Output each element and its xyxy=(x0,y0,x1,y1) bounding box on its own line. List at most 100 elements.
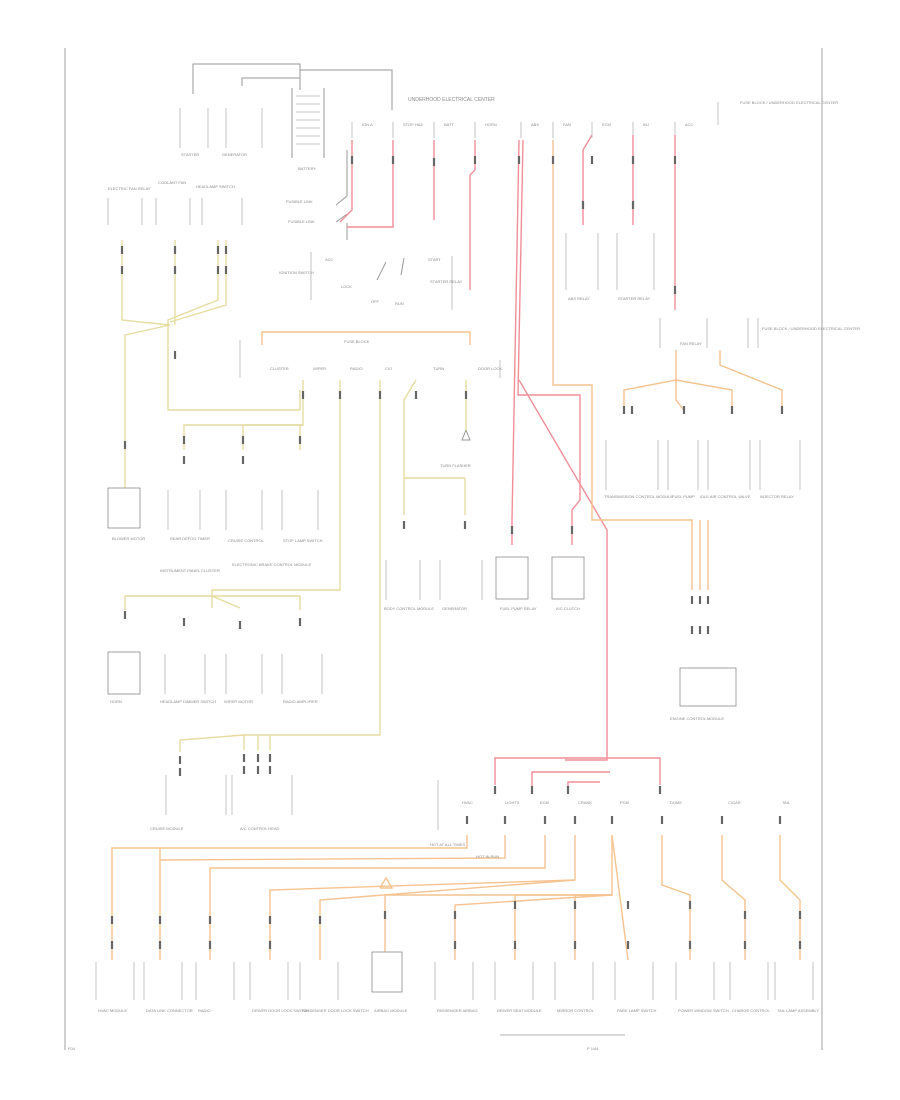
svg-text:HORN: HORN xyxy=(110,699,122,704)
top-section: STARTER GENERATOR BATTERY FUSIBLE LINK F… xyxy=(179,63,838,224)
fuse-block-wires: TURN FLASHER xyxy=(124,379,471,752)
bottom-components: HVAC MODULE DATA LINK CONNECTOR RADIO DRIVE… xyxy=(95,951,819,1013)
svg-text:FUSE BLOCK: FUSE BLOCK xyxy=(344,339,370,344)
lower-fuse-row: HVAC LIGHTS ECM CRANK PCM DOME CIGAR TAIL xyxy=(462,800,791,805)
bottom-component-label: DRIVER DOOR LOCK SWITCH xyxy=(252,1008,309,1013)
lower-orange-wires: HOT AT ALL TIMES HOT IN RUN xyxy=(111,834,801,961)
lower-fuse-label: TAIL xyxy=(782,800,791,805)
svg-text:BATTERY: BATTERY xyxy=(298,166,316,171)
svg-text:STOP LAMP SWITCH: STOP LAMP SWITCH xyxy=(283,538,323,543)
lower-fuse-label: HVAC xyxy=(462,800,473,805)
bottom-component-label: HVAC MODULE xyxy=(98,1008,127,1013)
svg-text:INSTRUMENT PANEL CLUSTER: INSTRUMENT PANEL CLUSTER xyxy=(160,568,220,573)
svg-text:GENERATOR: GENERATOR xyxy=(222,152,247,157)
bottom-component-label: TAIL LAMP ASSEMBLY xyxy=(777,1008,819,1013)
ignition-switch: IGNITION SWITCH ACC LOCK OFF RUN START S… xyxy=(279,223,463,310)
lower-fuse-label: ECM xyxy=(540,800,549,805)
svg-text:ACC: ACC xyxy=(325,257,334,262)
svg-text:RADIO AMPLIFIER: RADIO AMPLIFIER xyxy=(283,699,318,704)
uec-fuse-label: FAN xyxy=(563,122,571,127)
bottom-component-label: RADIO xyxy=(198,1008,211,1013)
svg-text:STARTER: STARTER xyxy=(181,152,199,157)
svg-text:CRUISE MODULE: CRUISE MODULE xyxy=(150,826,184,831)
svg-text:HEADLAMP SWITCH: HEADLAMP SWITCH xyxy=(196,184,235,189)
svg-text:FUEL PUMP RELAY: FUEL PUMP RELAY xyxy=(500,606,537,611)
uec-fuse-label: HORN xyxy=(485,122,497,127)
svg-text:REAR DEFOG TIMER: REAR DEFOG TIMER xyxy=(170,536,210,541)
fuse-block-fuse-label: RADIO xyxy=(350,366,363,371)
svg-text:A/C CLUTCH: A/C CLUTCH xyxy=(556,606,580,611)
bottom-component-label: CHARGE CONTROL xyxy=(732,1008,771,1013)
left-row-1: BLOWER MOTOR REAR DEFOG TIMER CRUISE CON… xyxy=(107,487,323,573)
right-components: TRANSMISSION CONTROL MODULE FUEL PUMP ID… xyxy=(604,440,801,721)
right-note: FUSE BLOCK / UNDERHOOD ELECTRICAL CENTER xyxy=(740,100,838,105)
svg-text:ENGINE CONTROL MODULE: ENGINE CONTROL MODULE xyxy=(670,716,724,721)
fuse-block-fuse-label: CIG xyxy=(385,366,392,371)
fuse-block-fuse-label: DOOR LOCK xyxy=(478,366,502,371)
uec-fuse-label: ECM xyxy=(602,122,611,127)
lower-fuse-label: DOME xyxy=(670,800,682,805)
svg-text:A/C CONTROL HEAD: A/C CONTROL HEAD xyxy=(240,826,280,831)
uec-fuse-row: IGN A STOP HAZ BATT HORN ABS FAN ECM INJ ACC xyxy=(351,122,694,138)
svg-text:OFF: OFF xyxy=(371,299,380,304)
svg-text:IDLE AIR CONTROL VALVE: IDLE AIR CONTROL VALVE xyxy=(700,494,751,499)
svg-text:LOCK: LOCK xyxy=(341,284,352,289)
svg-text:ELECTRONIC BRAKE CONTROL MODUL: ELECTRONIC BRAKE CONTROL MODULE xyxy=(232,562,312,567)
uec-fuse-label: ACC xyxy=(685,122,694,127)
svg-text:FUSE BLOCK / UNDERHOOD ELECTRI: FUSE BLOCK / UNDERHOOD ELECTRICAL CENTER xyxy=(762,326,860,331)
left-row-2: HORN HEADLAMP DIMMER SWITCH WIPER MOTOR … xyxy=(107,651,323,704)
svg-text:BODY CONTROL MODULE: BODY CONTROL MODULE xyxy=(384,606,434,611)
fusible-link-a: FUSIBLE LINK xyxy=(286,199,313,204)
svg-text:ABS RELAY: ABS RELAY xyxy=(568,296,590,301)
bottom-component-label: PASSENGER DOOR LOCK SWITCH xyxy=(302,1008,369,1013)
fuse-block: FUSE BLOCK CLUSTER WIPER RADIO CIG TURN DOOR … xyxy=(261,331,502,378)
svg-text:ELECTRIC FAN RELAY: ELECTRIC FAN RELAY xyxy=(108,186,151,191)
generator-component: GENERATOR xyxy=(222,108,263,157)
lower-fuse-label: PCM xyxy=(620,800,629,805)
bottom-component-label: PASSENGER AIRBAG xyxy=(437,1008,478,1013)
connector-pins xyxy=(110,156,802,949)
uec-fuse-label: INJ xyxy=(643,122,649,127)
svg-text:FAN RELAY: FAN RELAY xyxy=(680,341,702,346)
fuse-block-fuse-label: WIPER xyxy=(313,366,326,371)
svg-text:STARTER RELAY: STARTER RELAY xyxy=(430,279,463,284)
uec-fuse-label: IGN A xyxy=(362,122,373,127)
starter-component: STARTER xyxy=(179,108,209,157)
svg-text:HOT IN RUN: HOT IN RUN xyxy=(476,854,499,859)
svg-text:COOLANT FAN: COOLANT FAN xyxy=(158,180,186,185)
svg-text:IGNITION SWITCH: IGNITION SWITCH xyxy=(279,270,314,275)
page-left-label: F04 xyxy=(68,1046,76,1051)
uec-fuse-label: BATT xyxy=(444,122,454,127)
lower-fuse-label: LIGHTS xyxy=(505,800,520,805)
lower-fuse-label: CIGAR xyxy=(728,800,741,805)
fuse-block-fuse-label: CLUSTER xyxy=(270,366,289,371)
uec-fuse-label: STOP HAZ xyxy=(403,122,423,127)
lower-left: CRUISE MODULE A/C CONTROL HEAD xyxy=(150,775,439,831)
svg-text:STARTER RELAY: STARTER RELAY xyxy=(618,296,651,301)
lower-fuse-label: CRANK xyxy=(578,800,592,805)
battery-component: BATTERY xyxy=(291,88,325,171)
bottom-component-label: DATA LINK CONNECTOR xyxy=(146,1008,193,1013)
svg-text:WIPER MOTOR: WIPER MOTOR xyxy=(224,699,253,704)
fuse-block-fuse-label: TURN xyxy=(433,366,444,371)
center-row: BODY CONTROL MODULE GENERATOR FUEL PUMP … xyxy=(384,556,585,611)
uec-title: UNDERHOOD ELECTRICAL CENTER xyxy=(408,97,495,103)
right-upper-relays: ABS RELAY STARTER RELAY FAN RELAY FUSE B… xyxy=(565,233,860,348)
svg-text:START: START xyxy=(428,257,441,262)
svg-text:TURN FLASHER: TURN FLASHER xyxy=(440,463,471,468)
upper-left: ELECTRIC FAN RELAY COOLANT FAN HEADLAMP … xyxy=(107,180,301,500)
bottom-component-box xyxy=(371,951,403,993)
orange-wires-right xyxy=(552,140,783,590)
svg-text:RUN: RUN xyxy=(395,301,404,306)
red-wires xyxy=(339,134,676,790)
svg-text:GENERATOR: GENERATOR xyxy=(442,606,467,611)
uec-fuse-label: ABS xyxy=(531,122,539,127)
fuse-block-fuses: CLUSTER WIPER RADIO CIG TURN DOOR LOCK xyxy=(270,366,502,371)
svg-text:HEADLAMP DIMMER SWITCH: HEADLAMP DIMMER SWITCH xyxy=(160,699,216,704)
svg-text:BLOWER MOTOR: BLOWER MOTOR xyxy=(112,536,145,541)
bottom-component-label: PARK LAMP SWITCH xyxy=(617,1008,657,1013)
svg-text:HOT AT ALL TIMES: HOT AT ALL TIMES xyxy=(430,842,465,847)
svg-text:FUEL PUMP: FUEL PUMP xyxy=(672,494,695,499)
